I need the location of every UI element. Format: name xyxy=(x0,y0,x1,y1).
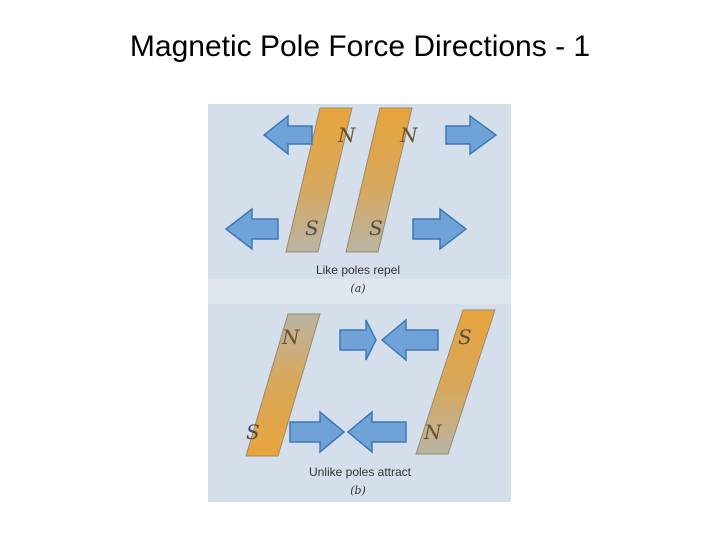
arrow-a-bottom-left-icon xyxy=(224,207,279,251)
magnet-a-left xyxy=(285,107,353,253)
arrow-a-top-right-icon xyxy=(445,114,498,156)
panel-a-label: (a) xyxy=(350,282,365,295)
magnet-b-right-top-pole: S xyxy=(458,325,472,349)
magnet-b-right xyxy=(415,309,496,455)
magnet-pole-figure: N N S S Like poles repel (a) N S S N xyxy=(208,104,511,502)
arrow-a-bottom-right-icon xyxy=(412,207,468,251)
magnet-b-left-bottom-pole: S xyxy=(246,420,260,444)
panel-b: N S S N Unlike poles attract (b) xyxy=(245,309,496,497)
magnet-a-right xyxy=(345,107,413,253)
magnet-a-right-top-pole: N xyxy=(399,123,419,147)
panel-a-caption: Like poles repel xyxy=(316,263,400,277)
magnet-a-right-bottom-pole: S xyxy=(369,216,383,240)
arrow-b-bottom-left-icon xyxy=(289,410,346,454)
panel-b-label: (b) xyxy=(350,484,366,497)
arrow-a-top-left-icon xyxy=(262,114,313,156)
magnet-a-left-top-pole: N xyxy=(337,123,357,147)
arrow-b-top-left-icon xyxy=(339,319,377,361)
magnet-b-left xyxy=(245,313,321,457)
magnet-b-right-bottom-pole: N xyxy=(423,420,443,444)
magnet-b-left-top-pole: N xyxy=(281,325,301,349)
slide-title: Magnetic Pole Force Directions - 1 xyxy=(129,30,591,63)
magnet-a-left-bottom-pole: S xyxy=(305,216,319,240)
panel-a: N N S S Like poles repel (a) xyxy=(224,107,498,295)
arrow-b-bottom-right-icon xyxy=(346,410,407,454)
panel-b-caption: Unlike poles attract xyxy=(309,465,412,479)
arrow-b-top-right-icon xyxy=(380,318,439,362)
